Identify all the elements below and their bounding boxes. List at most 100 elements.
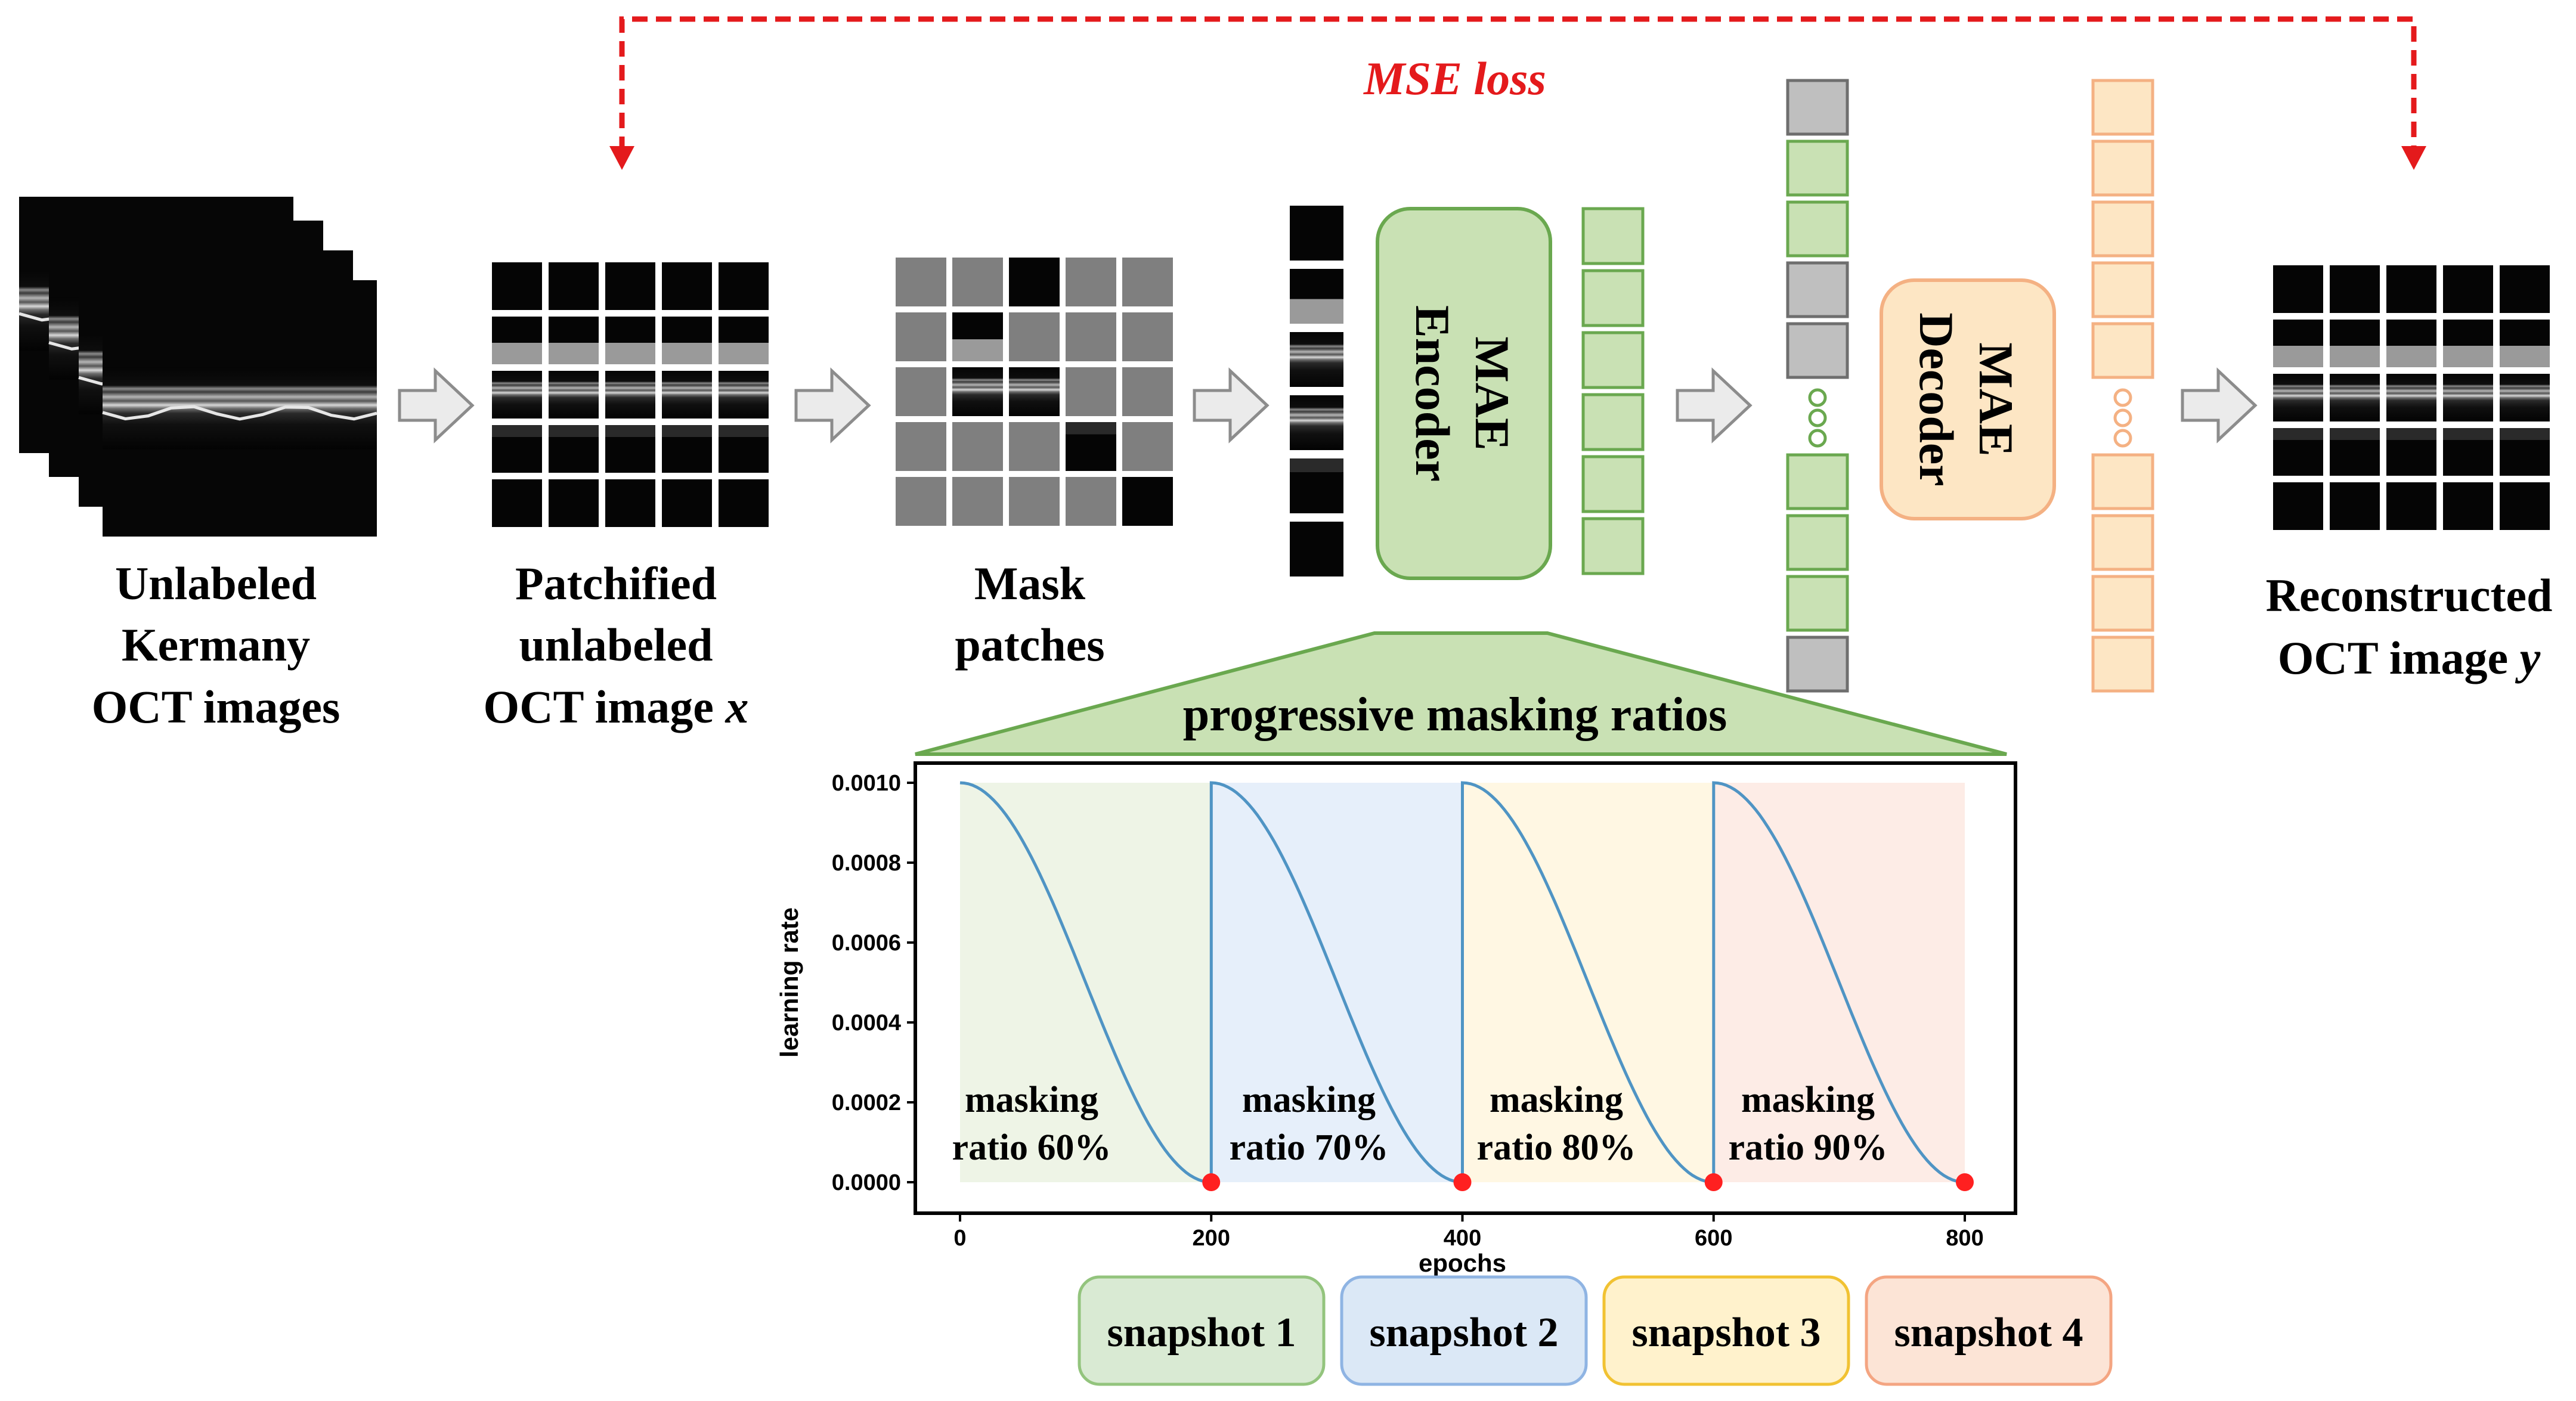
oct-image-4 — [102, 280, 377, 537]
mask-label-line-1: Mask — [974, 557, 1086, 609]
mask-patch-r3-c3-band — [1066, 422, 1116, 435]
y-tick-label-0: 0.0000 — [832, 1170, 901, 1195]
patch-r4-c3 — [662, 479, 712, 527]
patch-r3-c0-band — [492, 425, 542, 437]
snapshot-box-3 — [1602, 1275, 1850, 1386]
recon-patch-r1-c0-band — [2273, 346, 2323, 367]
recon-patch-r1-c3 — [2443, 320, 2493, 367]
snapshot-box-2 — [1340, 1275, 1588, 1386]
phase-label-4-line-1: masking — [1741, 1080, 1875, 1120]
phase-label-4-line-2: ratio 90% — [1729, 1127, 1888, 1168]
patch-r1-c1 — [549, 317, 599, 364]
snapshot-label-2: snapshot 2 — [1369, 1310, 1558, 1356]
reconstructed-label: Reconstructed OCT image y — [2266, 569, 2553, 684]
recon-patch-r4-c4 — [2500, 482, 2550, 530]
visible-patch-2 — [1290, 269, 1343, 324]
patch-r0-c3 — [662, 262, 712, 310]
sequence-token-4 — [1786, 261, 1849, 318]
recon-patch-r1-c1-band — [2330, 346, 2380, 367]
encoder-token-2 — [1581, 269, 1645, 327]
recon-patch-r3-c1 — [2330, 428, 2380, 476]
phase-label-2-line-1: masking — [1242, 1080, 1376, 1120]
encoder-token-3 — [1581, 331, 1645, 389]
mask-patch-r1-c1-band — [952, 339, 1003, 361]
x-tick-label-1: 200 — [1193, 1226, 1230, 1251]
y-tick-label-2: 0.0004 — [832, 1011, 901, 1036]
mask-patch-r3-c4-masked — [1122, 422, 1173, 471]
mask-patch-r1-c4-masked — [1122, 312, 1173, 361]
recon-patch-r0-c3-bg — [2443, 265, 2493, 313]
patch-r4-c4 — [719, 479, 769, 527]
visible-patch-6 — [1290, 522, 1343, 576]
recon-patch-r2-c3-band — [2443, 374, 2493, 421]
patch-r2-c2 — [605, 371, 655, 419]
recon-patch-r2-c0-band — [2273, 374, 2323, 421]
patch-r3-c2-band — [605, 425, 655, 437]
encoder-token-6 — [1581, 517, 1645, 575]
patch-r2-c4-band — [719, 371, 769, 419]
mask-patch-r1-c2-masked — [1009, 312, 1060, 361]
patch-r3-c3 — [662, 425, 712, 473]
snapshot-3: snapshot 3 — [1602, 1275, 1850, 1386]
patch-r1-c0 — [492, 317, 542, 364]
patchified-label-line-1: Patchified — [515, 557, 717, 609]
recon-patch-r1-c2-band — [2386, 346, 2436, 367]
phase-label-3-line-1: masking — [1490, 1080, 1623, 1120]
mask-patch-r0-c2-bg — [1009, 258, 1060, 306]
reconstructed-label-line-1: Reconstructed — [2266, 569, 2553, 621]
recon-patch-r2-c4-band — [2500, 374, 2550, 421]
patchified-label-text: OCT image — [484, 681, 726, 733]
y-axis-label: learning rate — [775, 907, 803, 1058]
patch-r1-c4 — [719, 317, 769, 364]
visible-patch-3 — [1290, 332, 1343, 387]
recon-patch-r1-c4-band — [2500, 346, 2550, 367]
patch-r1-c2-band — [605, 343, 655, 364]
y-tick-label-1: 0.0002 — [832, 1090, 901, 1115]
recon-patch-r0-c4 — [2500, 265, 2550, 313]
recon-patch-r2-c0 — [2273, 374, 2323, 421]
snapshot-label-3: snapshot 3 — [1631, 1310, 1820, 1356]
phase-label-1-line-1: masking — [965, 1080, 1098, 1120]
reconstructed-label-line-2: OCT image y — [2278, 632, 2541, 684]
patchified-label: Patchified unlabeled OCT image x — [484, 557, 749, 733]
snapshot-label-4: snapshot 4 — [1894, 1310, 2083, 1356]
recon-patch-r4-c3 — [2443, 482, 2493, 530]
recon-patch-r0-c2 — [2386, 265, 2436, 313]
sequence-token-9 — [1786, 575, 1849, 632]
patchified-label-line-2: unlabeled — [519, 619, 713, 671]
encoder-token-5 — [1581, 455, 1645, 513]
recon-patch-r4-c3-bg — [2443, 482, 2493, 530]
masked-patch-grid — [896, 258, 1173, 526]
patch-r4-c0-bg — [492, 479, 542, 527]
recon-patch-r2-c1 — [2330, 374, 2380, 421]
mask-patch-r3-c1-masked — [952, 422, 1003, 471]
recon-patch-r3-c0-band — [2273, 428, 2323, 440]
oct-image-4-retina-band — [103, 367, 377, 450]
mask-patch-r4-c1-masked — [952, 477, 1003, 526]
patch-r3-c2 — [605, 425, 655, 473]
patch-r4-c2 — [605, 479, 655, 527]
recon-patch-r2-c4 — [2500, 374, 2550, 421]
input-label-line-2: Kermany — [122, 619, 310, 671]
recon-patch-r0-c4-bg — [2500, 265, 2550, 313]
mask-patch-r4-c3-masked — [1066, 477, 1116, 526]
decoder-label-line-1: MAE — [1969, 342, 2023, 456]
snapshot-marker-1 — [1202, 1173, 1221, 1191]
visible-patch-5 — [1290, 458, 1343, 513]
recon-patch-r4-c1 — [2330, 482, 2380, 530]
patch-r0-c0-bg — [492, 262, 542, 310]
visible-patch-4 — [1290, 395, 1343, 450]
mask-patch-r2-c4-masked — [1122, 367, 1173, 416]
patch-r0-c4 — [719, 262, 769, 310]
progressive-masking-banner: progressive masking ratios — [915, 631, 2007, 756]
visible-patch-1-bg — [1290, 206, 1343, 261]
sequence-token-8 — [1786, 514, 1849, 571]
decoder-output-tokens — [2091, 79, 2154, 693]
snapshot-marker-4 — [1956, 1173, 1974, 1191]
mae-encoder-block: MAE Encoder — [1376, 207, 1552, 580]
phase-label-2-line-2: ratio 70% — [1230, 1127, 1389, 1168]
decoder-token-2 — [2091, 140, 2154, 197]
oct-image-4-retina-layer — [102, 405, 377, 421]
recon-patch-r2-c3 — [2443, 374, 2493, 421]
